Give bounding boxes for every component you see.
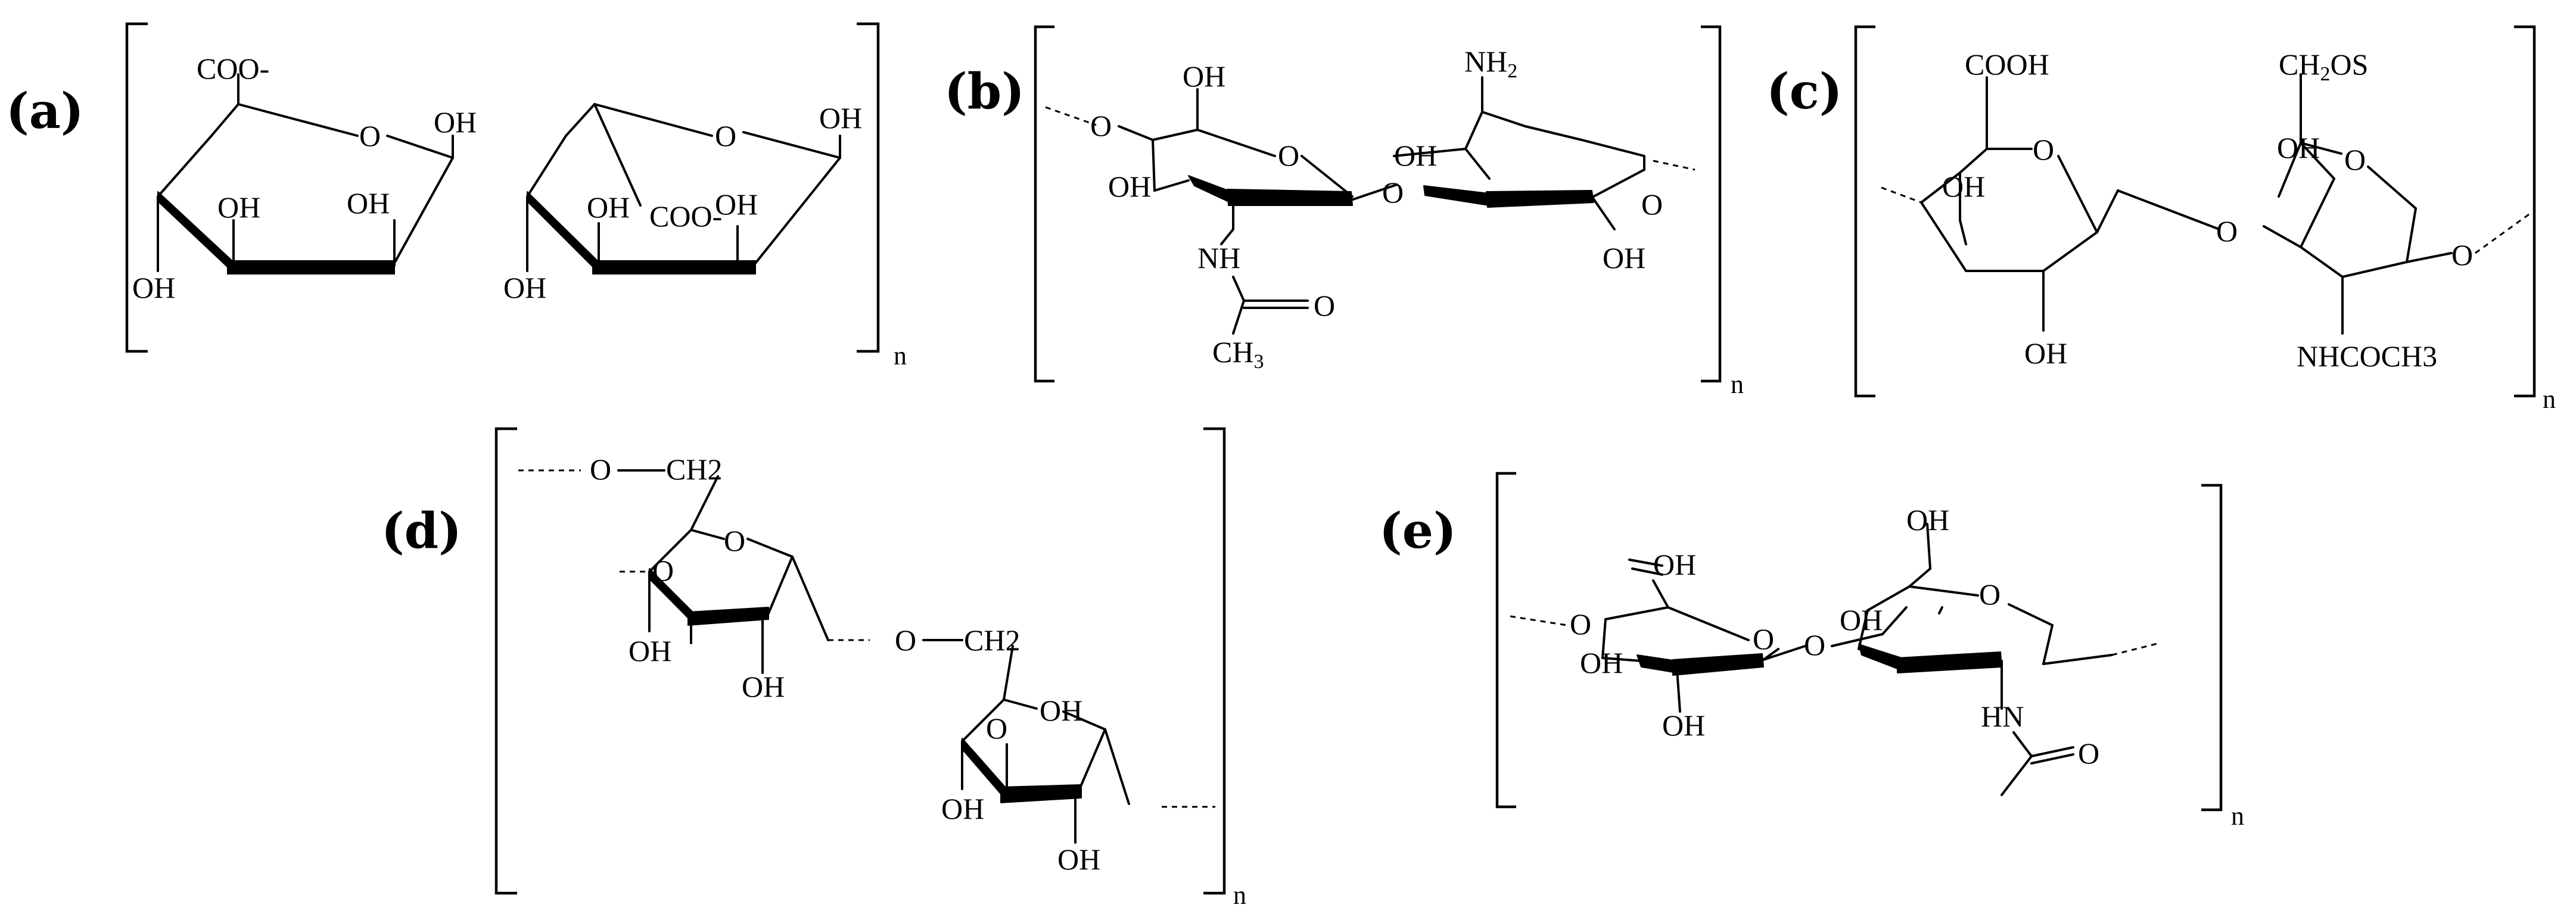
panel-e-atom-8: O [1804, 628, 1825, 662]
panel-c-atom-6: O [2344, 143, 2366, 176]
panel-e-atom-2: O [1753, 622, 1774, 656]
panel-c-link-left [1881, 186, 1922, 204]
panel-c-ring-2 [2263, 73, 2453, 335]
panel-c-atom-2: OH [1942, 170, 1985, 203]
panel-a-label: (a) [6, 83, 84, 140]
panel-a-atom-8: OH [587, 191, 630, 224]
panel-e-bracket-right [2201, 483, 2223, 812]
panel-a-atom-0: COO- [197, 52, 269, 85]
panel-c-atom-0: COOH [1965, 48, 2049, 81]
panel-e-repeat-n: n [2231, 801, 2244, 831]
panel-d-atom-8: O [986, 712, 1007, 745]
panel-b-link-left [1045, 106, 1097, 126]
panel-c-atom-9: NHCOCH3 [2297, 339, 2437, 373]
panel-b-atom-3: O [1278, 139, 1299, 172]
panel-b-atom-1: O [1090, 109, 1112, 142]
panel-c-repeat-n: n [2543, 385, 2556, 414]
panel-d-atom-1: CH2 [666, 453, 722, 486]
panel-d-atom-2: O [724, 524, 745, 557]
panel-a-bracket-right [857, 22, 880, 353]
panel-d-ring-2 [961, 645, 1130, 844]
panel-e-atom-4: OH [1662, 709, 1705, 742]
panel-c-atom-8: O [2451, 238, 2473, 272]
panel-b-label: (b) [944, 63, 1025, 120]
panel-d-bracket-left [494, 427, 517, 895]
panel-d-ring-1 [617, 469, 963, 674]
panel-c: (c) n COOH O OH OH [1766, 25, 2556, 414]
panel-a-atom-11: OH [503, 271, 546, 304]
panel-c-atom-4-ch2os: CH2OS [2279, 48, 2368, 85]
panel-d-atom-4: OH [629, 634, 671, 667]
panel-a-ring-2 [526, 103, 841, 274]
panel-b-atom-9: O [1382, 176, 1404, 209]
panel-b-atom-4: NH [1197, 241, 1240, 274]
panel-b-atom-11: OH [1603, 241, 1645, 274]
panel-b-bracket-right [1701, 25, 1722, 383]
panel-e-atom-0: OH [1653, 548, 1696, 581]
panel-d-atom-9: OH [1040, 694, 1082, 727]
panel-e-link-right [2111, 642, 2160, 656]
panel-e-link-left [1510, 615, 1567, 626]
panel-b: (b) n OH O OH O NH O CH3 [944, 25, 1744, 399]
panel-d-atom-10: OH [941, 792, 984, 825]
panel-b-ring-1 [1118, 88, 1398, 335]
panel-a-atom-10: OH [715, 188, 758, 221]
panel-a-repeat-n: n [894, 341, 907, 370]
panel-a-atom-9: COO- [649, 199, 722, 233]
panel-b-atom-6: CH3 [1212, 335, 1264, 373]
panel-b-ring-2 [1393, 76, 1645, 230]
panel-b-atom-10: O [1641, 188, 1663, 221]
panel-c-atom-7: O [2216, 214, 2238, 248]
panel-d-atom-0: O [590, 453, 611, 486]
panel-a-bracket-left [125, 22, 148, 353]
panel-e-atom-6: OH [1840, 603, 1883, 637]
panel-a-atom-5: OH [132, 271, 175, 304]
panel-c-atom-3: OH [2024, 336, 2067, 370]
panel-c-label: (c) [1766, 63, 1843, 120]
panel-b-atom-8: OH [1394, 139, 1437, 172]
panel-d: (d) n O CH2 O O OH OH O CH2 [381, 427, 1246, 910]
panel-e: (e) n OH O O OH OH [1379, 472, 2244, 831]
panel-b-atom-7: NH2 [1464, 45, 1517, 82]
panel-c-bracket-right [2514, 25, 2536, 398]
panel-b-atom-5: O [1314, 289, 1335, 322]
panel-e-ring-1 [1601, 559, 1908, 713]
panel-d-atom-3: O [652, 554, 674, 587]
panel-d-repeat-n: n [1233, 881, 1246, 910]
panel-d-bracket-right [1203, 427, 1226, 895]
panel-b-atom-2: OH [1108, 170, 1151, 203]
panel-e-atom-10: O [2078, 737, 2099, 770]
panel-e-ring-2 [1858, 523, 2113, 796]
panel-a-atom-3: OH [217, 191, 260, 224]
panel-c-bracket-left [1854, 25, 1875, 398]
panel-c-atom-5: OH [2277, 131, 2320, 164]
panel-b-link-right [1653, 160, 1695, 171]
panel-c-link-right [2475, 213, 2530, 254]
panel-d-atom-11: OH [1057, 843, 1100, 876]
panel-e-atom-5: OH [1906, 503, 1949, 536]
panel-a-atom-7: OH [819, 101, 862, 135]
panel-a-atom-6: O [715, 119, 736, 152]
panel-a-atom-4: OH [347, 186, 390, 220]
panel-e-label: (e) [1379, 503, 1457, 560]
panel-a-atom-2: OH [434, 105, 477, 139]
panel-c-ring-1 [1920, 76, 2220, 332]
panel-d-label: (d) [381, 503, 462, 560]
panel-a-ring-1 [157, 73, 454, 274]
panel-e-atom-9: HN [1981, 700, 2024, 733]
panel-d-atom-5: OH [742, 670, 785, 703]
panel-e-atom-3: OH [1580, 646, 1623, 679]
panel-e-bracket-left [1495, 472, 1516, 809]
panel-e-atom-1: O [1570, 607, 1591, 641]
panel-d-atom-6: O [895, 623, 916, 657]
panel-b-atom-0: OH [1183, 60, 1225, 93]
panel-b-bracket-left [1034, 25, 1054, 383]
panel-e-atom-7: O [1979, 578, 2001, 611]
panel-b-repeat-n: n [1731, 370, 1744, 399]
panel-a: (a) n COO- O OH OH OH OH [6, 22, 907, 370]
panel-c-atom-1: O [2033, 133, 2054, 166]
panel-a-atom-1: O [359, 119, 381, 152]
